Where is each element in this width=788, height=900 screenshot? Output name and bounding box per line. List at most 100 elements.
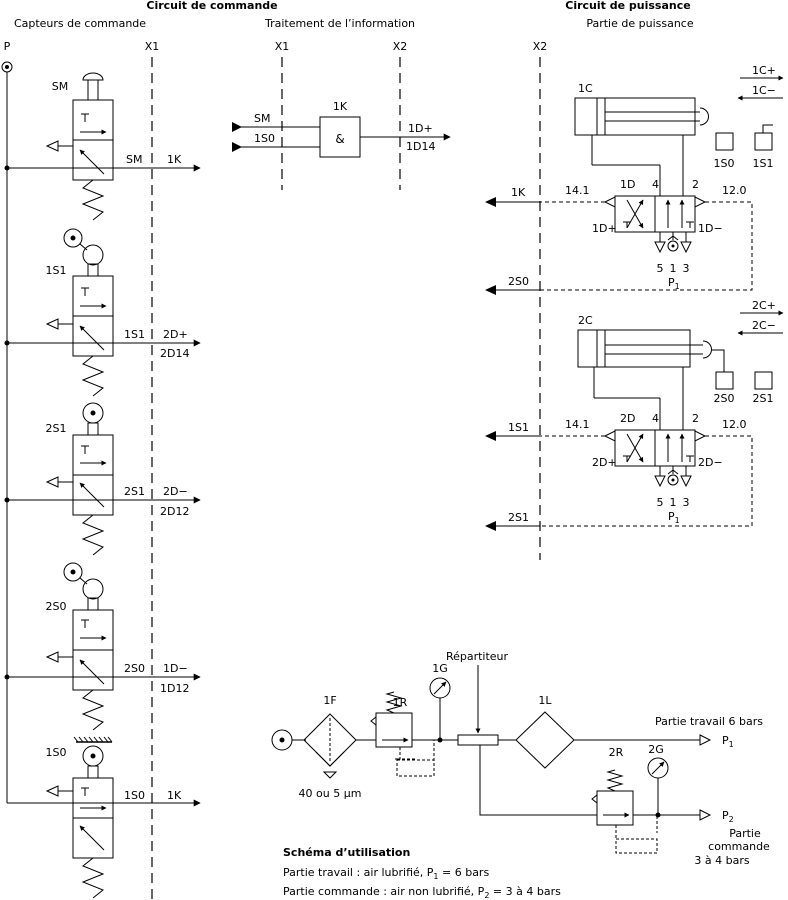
sensor-output-label: 2S0 [124, 662, 145, 675]
valve-body [54, 434, 114, 556]
sensor-output-label: SM [126, 153, 142, 166]
actuator-group-1: 1C 1C+ 1C− 1S0 1S1 [485, 64, 784, 295]
air-supply-schema: 1F 40 ou 5 µm 1R 1G Répartiteur 1L [271, 650, 770, 867]
sensor-s0-label: 2S0 [714, 392, 735, 405]
mechanical-stop-icon [73, 736, 113, 743]
pilot-right-label: 12.0 [722, 184, 747, 197]
sensor-signal-label: 1K [167, 789, 182, 802]
port-1-label: 1 [670, 262, 677, 275]
valve-minus-label: 2D− [698, 456, 723, 469]
cylinder-name: 1C [578, 82, 593, 95]
junction-dot [4, 340, 10, 346]
label-x1-mid: X1 [275, 40, 290, 53]
pressure-p1-label: P1 [668, 510, 680, 525]
pressure-p1-label: P1 [668, 276, 680, 291]
gauge-name: 2G [648, 743, 664, 756]
extend-label: 2C+ [752, 299, 776, 312]
header-capteurs: Capteurs de commande [14, 17, 146, 30]
input-label-bottom: 2S0 [508, 275, 529, 288]
roller-icon [63, 562, 104, 611]
sensor-signal-label-2: 2D12 [160, 505, 189, 518]
valve-body [54, 275, 114, 397]
input-label-1: SM [254, 112, 270, 125]
valve-plus-label: 1D+ [592, 222, 617, 235]
gauge-2g-icon [647, 757, 669, 815]
gauge-name: 1G [432, 662, 448, 675]
pilot-right-label: 12.0 [722, 418, 747, 431]
usage-legend: Schéma d’utilisation Partie travail : ai… [283, 846, 561, 900]
sensor-2s0: 2S0 2S0 1D− 1D12 [4, 562, 201, 731]
filter-spec: 40 ou 5 µm [299, 787, 362, 800]
work-label: Partie travail 6 bars [655, 715, 763, 728]
sensor-s1-label: 2S1 [753, 392, 774, 405]
port-3-label: 3 [683, 262, 690, 275]
label-p: P [4, 40, 11, 53]
output-label-1: 1D+ [408, 122, 433, 135]
valve-body [54, 609, 114, 731]
gate-name: 1K [333, 100, 348, 113]
filter-name: 1F [323, 694, 336, 707]
input-label-top: 1S1 [508, 421, 529, 434]
limit-sensor-s1 [754, 132, 773, 151]
distributor-icon [457, 665, 499, 746]
junction-dot [4, 674, 10, 680]
header-partie-puissance: Partie de puissance [586, 17, 694, 30]
cylinder-name: 2C [578, 314, 593, 327]
input-label-2: 1S0 [254, 132, 275, 145]
port-3-label: 3 [683, 496, 690, 509]
p1-label: P1 [722, 734, 734, 749]
command-label-line-3: 3 à 4 bars [694, 854, 749, 867]
pilot-left-label: 14.1 [565, 418, 590, 431]
cylinder-1c [574, 97, 709, 136]
actuator-group-2: 2C 2C+ 2C− 2S0 2S1 [485, 299, 784, 531]
sensor-2s1: 2S1 2S1 2D− 2D12 [4, 402, 201, 556]
regulator-2r-icon [591, 769, 658, 854]
header-traitement: Traitement de l’information [264, 17, 415, 30]
limit-sensor-s1 [754, 371, 773, 390]
sensor-s0-label: 1S0 [714, 157, 735, 170]
gauge-1g-icon [429, 677, 451, 740]
sensor-sm: SM SM 1K [4, 72, 201, 221]
sensor-signal-label: 1D− [163, 662, 188, 675]
filter-1f-icon [303, 713, 357, 779]
and-logic-block: 1K & SM 1S0 1D+ 1D14 [232, 100, 451, 158]
valve-body [54, 777, 114, 899]
legend-line-2: Partie commande : air non lubrifié, P2 =… [283, 885, 561, 900]
limit-sensor-s0 [715, 132, 734, 151]
command-label-line-1: Partie [729, 827, 761, 840]
port-2-label: 2 [692, 412, 699, 425]
input-label-top: 1K [511, 186, 526, 199]
sensor-name: 2S1 [46, 422, 67, 435]
sensor-signal-label-2: 2D14 [160, 347, 189, 360]
valve-2d [593, 367, 696, 476]
roller-icon [63, 228, 104, 277]
sensor-signal-label: 2D− [163, 485, 188, 498]
lubricator-name: 1L [538, 694, 552, 707]
sensor-name: 1S0 [46, 746, 67, 759]
port-4-label: 4 [652, 178, 659, 191]
port-4-label: 4 [652, 412, 659, 425]
gate-operator: & [335, 132, 344, 146]
valve-1d [591, 135, 696, 242]
sensor-name: 2S0 [46, 600, 67, 613]
limit-sensor-s0 [715, 371, 734, 390]
extend-label: 1C+ [752, 64, 776, 77]
separator-lines [151, 57, 541, 900]
retract-label: 2C− [752, 319, 776, 332]
valve-name: 2D [620, 412, 635, 425]
retract-label: 1C− [752, 84, 776, 97]
pilot-left-label: 14.1 [565, 184, 590, 197]
pushbutton-icon [82, 72, 104, 101]
port-2-label: 2 [692, 178, 699, 191]
label-x2-mid: X2 [393, 40, 408, 53]
legend-title: Schéma d’utilisation [283, 846, 410, 859]
sensor-name: 1S1 [46, 264, 67, 277]
sensor-output-label: 1S0 [124, 789, 145, 802]
distributor-name: Répartiteur [446, 650, 509, 663]
sensor-signal-label: 1K [167, 153, 182, 166]
sensor-signal-label-2: 1D12 [160, 682, 189, 695]
and-gate [319, 116, 361, 158]
supply-source-icon [271, 729, 293, 751]
sensor-1s1: 1S1 1S1 2D+ 2D14 [4, 228, 201, 397]
header-circuit-puissance: Circuit de puissance [565, 0, 690, 12]
